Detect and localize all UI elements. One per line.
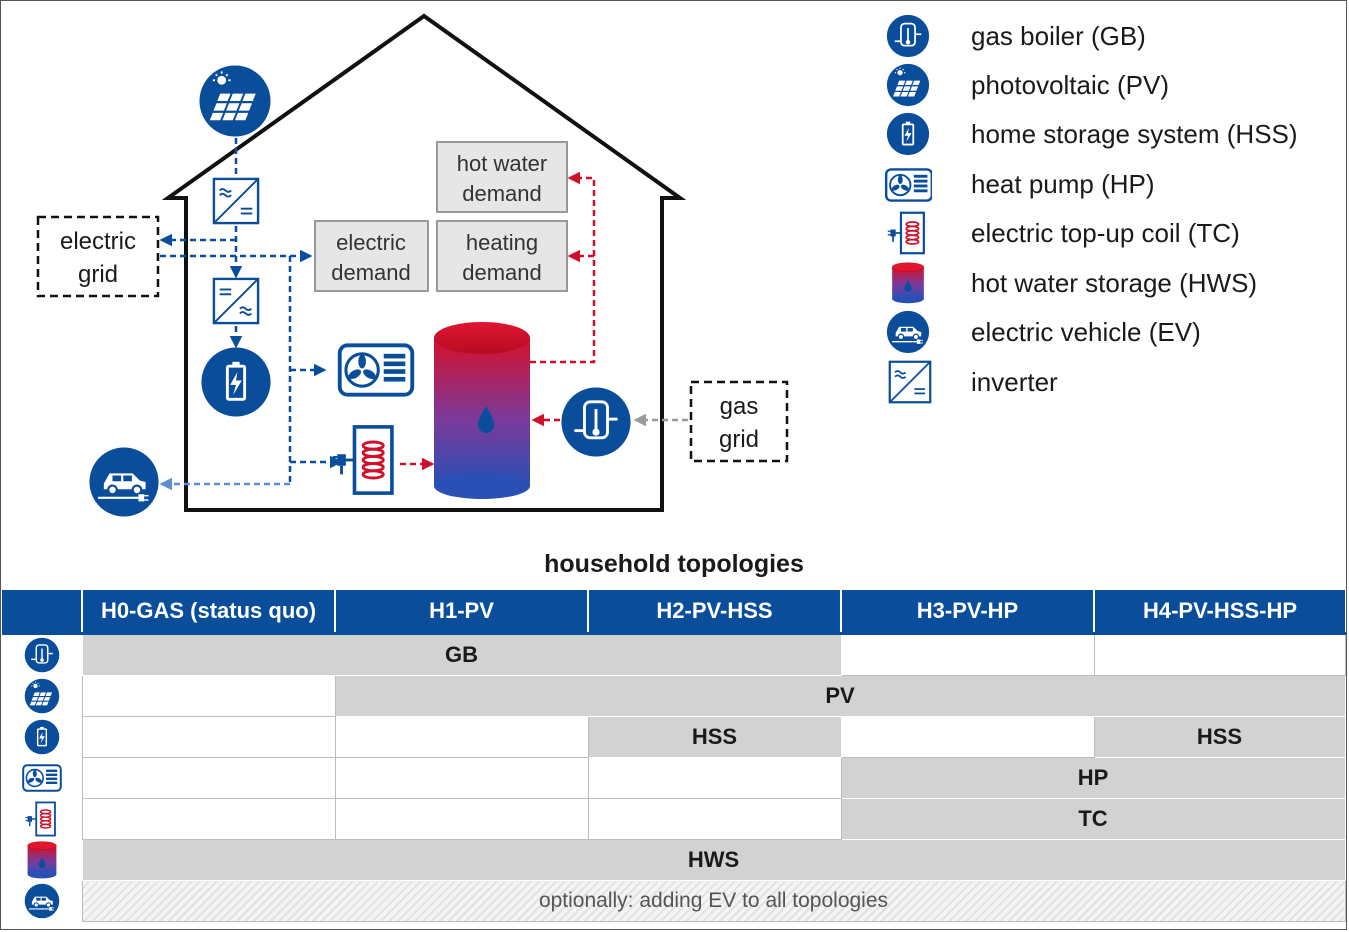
top-up-coil-icon: [886, 211, 925, 255]
table-row-pv: PV: [2, 675, 1346, 717]
heating-demand-label-1: heating: [466, 230, 538, 255]
cell-pv: PV: [334, 675, 1346, 717]
heat-pump-icon: [884, 168, 932, 202]
hot-water-demand-box: hot water demand: [436, 141, 568, 213]
legend-label: electric vehicle (EV): [971, 316, 1201, 347]
top-up-coil-icon: [24, 801, 56, 837]
legend-item-hp: heat pump (HP): [884, 164, 1155, 204]
heating-demand-label-2: demand: [462, 260, 542, 285]
table-row-hws: HWS: [2, 839, 1346, 881]
table-row-tc: TC: [2, 798, 1346, 840]
legend-label: hot water storage (HWS): [971, 267, 1258, 298]
cell-empty: [1093, 633, 1346, 676]
legend-item-gb: gas boiler (GB): [884, 14, 1146, 58]
cell-empty: [81, 675, 336, 717]
legend-label: home storage system (HSS): [971, 118, 1298, 149]
inverter-pv-icon: [212, 177, 260, 225]
gas-grid-label-1: gas: [720, 393, 759, 420]
cell-empty: [840, 633, 1095, 676]
photovoltaic-icon: [24, 678, 60, 714]
heat-pump-icon: [337, 343, 415, 397]
hot-water-storage-tank: [434, 322, 530, 499]
topology-table: H0-GAS (status quo) H1-PV H2-PV-HSS H3-P…: [2, 590, 1346, 922]
electric-vehicle-icon: [88, 446, 160, 518]
electric-vehicle-icon: [886, 310, 930, 354]
heating-demand-box: heating demand: [436, 220, 568, 292]
inverter-icon: [888, 360, 932, 404]
cell-empty: [334, 757, 589, 799]
cell-empty: [587, 798, 842, 840]
table-row-hss: HSS HSS: [2, 716, 1346, 758]
table-title: household topologies: [544, 550, 804, 578]
table-row-gb: GB: [2, 633, 1346, 676]
cell-empty: [587, 757, 842, 799]
electric-demand-label-2: demand: [331, 260, 411, 285]
legend-item-pv: photovoltaic (PV): [884, 63, 1169, 107]
home-storage-icon: [23, 719, 60, 755]
legend-label: photovoltaic (PV): [971, 69, 1169, 100]
hot-water-demand-label-2: demand: [462, 181, 542, 206]
column-h4: H4-PV-HSS-HP: [1093, 590, 1345, 635]
legend-label: gas boiler (GB): [971, 20, 1146, 51]
hot-water-demand-label-1: hot water: [457, 151, 548, 176]
hot-water-storage-icon: [891, 262, 925, 304]
column-h1: H1-PV: [334, 590, 588, 635]
house-outline: [161, 13, 687, 512]
legend-item-inverter: inverter: [884, 360, 1058, 404]
legend-item-tc: electric top-up coil (TC): [884, 211, 1240, 255]
electric-vehicle-icon: [23, 883, 60, 919]
cell-hss-h4: HSS: [1093, 716, 1346, 758]
cell-empty: [334, 716, 589, 758]
cell-empty: [334, 798, 589, 840]
cell-hws: HWS: [81, 839, 1346, 881]
legend-item-hss: home storage system (HSS): [884, 112, 1298, 156]
column-h0: H0-GAS (status quo): [81, 590, 335, 635]
table-header-row: H0-GAS (status quo) H1-PV H2-PV-HSS H3-P…: [2, 590, 1345, 635]
cell-ev-optional: optionally: adding EV to all topologies: [81, 880, 1346, 922]
home-storage-icon: [200, 346, 272, 418]
cell-empty: [840, 716, 1095, 758]
gas-boiler-icon: [560, 386, 632, 458]
electric-demand-label-1: electric: [336, 230, 406, 255]
table-row-hp: HP: [2, 757, 1346, 799]
legend-label: electric top-up coil (TC): [971, 217, 1240, 248]
cell-empty: [81, 757, 336, 799]
gas-grid-label-2: grid: [719, 426, 759, 453]
column-h3: H3-PV-HP: [840, 590, 1094, 635]
table-row-ev: optionally: adding EV to all topologies: [2, 880, 1346, 922]
gas-boiler-icon: [23, 637, 60, 674]
gas-boiler-icon: [886, 14, 930, 58]
photovoltaic-icon: [886, 63, 930, 107]
heat-lines: [400, 171, 596, 471]
column-h2: H2-PV-HSS: [587, 590, 841, 635]
heat-pump-icon: [21, 764, 62, 792]
hot-water-storage-icon: [27, 841, 57, 879]
cell-empty: [81, 798, 336, 840]
electric-lines: [159, 138, 343, 486]
electric-demand-box: electric demand: [314, 220, 429, 292]
inverter-hss-icon: [212, 277, 260, 325]
electric-grid-label-1: electric: [60, 228, 136, 255]
cell-hss-h2: HSS: [587, 716, 842, 758]
legend-item-ev: electric vehicle (EV): [884, 310, 1201, 354]
cell-hp: HP: [840, 757, 1346, 799]
header-blank: [2, 590, 82, 635]
cell-tc: TC: [840, 798, 1346, 840]
photovoltaic-icon: [198, 64, 272, 138]
house-diagram: electric demand heating demand hot water…: [36, 13, 789, 518]
legend-label: heat pump (HP): [971, 168, 1155, 199]
cell-gb: GB: [81, 633, 842, 676]
home-storage-icon: [886, 112, 930, 156]
top-up-coil-icon: [331, 425, 394, 495]
electric-grid-label-2: grid: [78, 261, 118, 288]
legend-label: inverter: [971, 366, 1058, 397]
electric-grid-box: electric grid: [36, 215, 160, 298]
cell-empty: [81, 716, 336, 758]
gas-grid-box: gas grid: [689, 380, 789, 463]
legend-item-hws: hot water storage (HWS): [884, 262, 1257, 304]
